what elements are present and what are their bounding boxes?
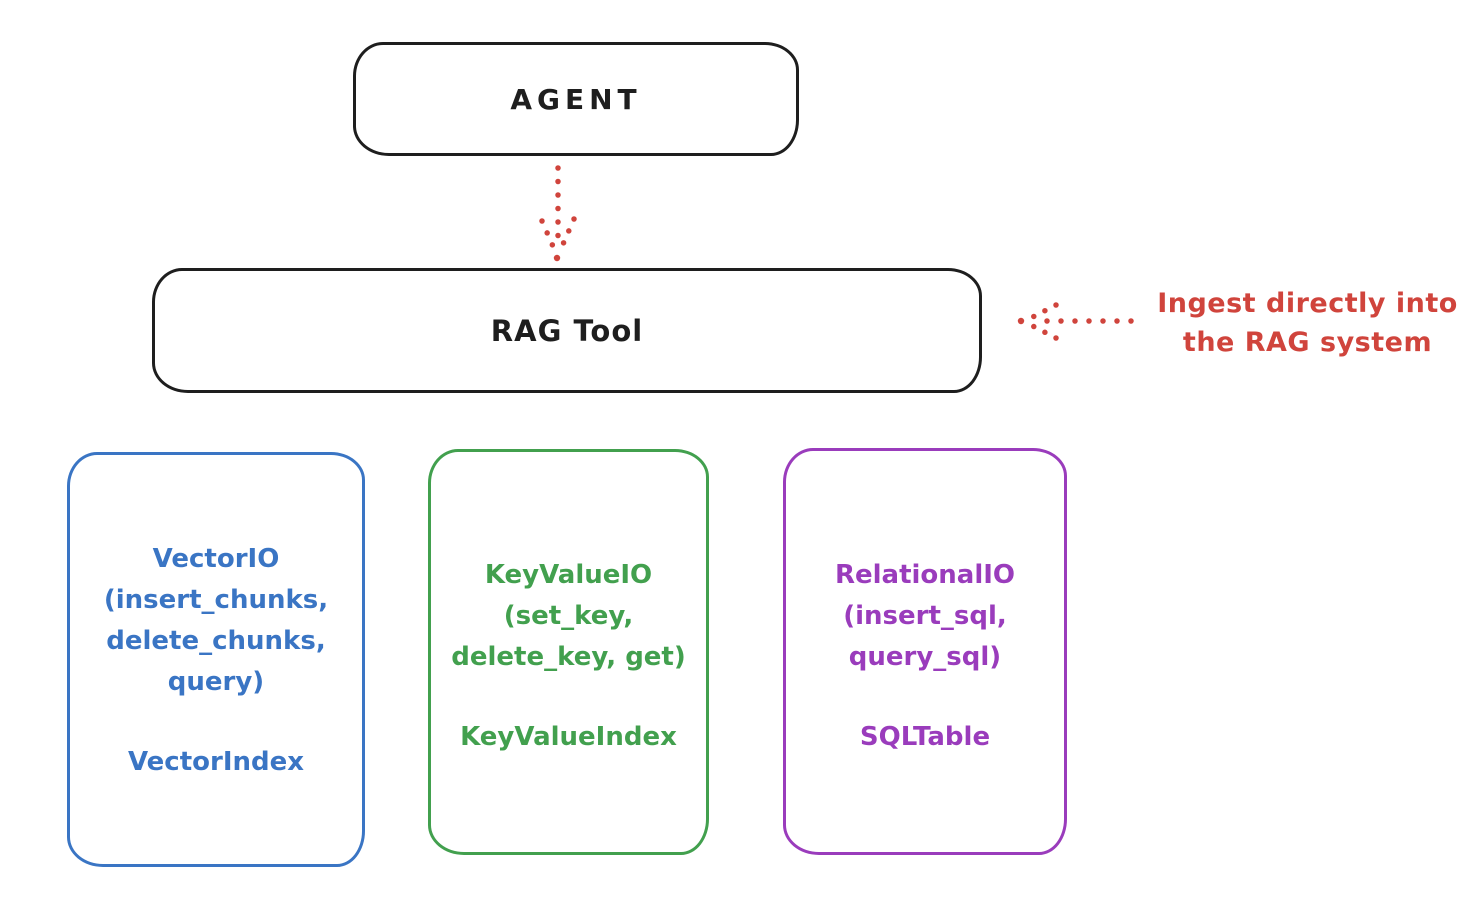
vector-io-line: delete_chunks, (106, 626, 326, 656)
annotation-line-1: Ingest directly into (1157, 288, 1458, 319)
sql-table-label: SQLTable (859, 722, 991, 752)
keyvalue-io-line: KeyValueIO (484, 560, 653, 590)
vector-io-line: (insert_chunks, (103, 585, 329, 615)
keyvalue-io-line: delete_key, get) (451, 642, 686, 672)
relational-io-line: (insert_sql, (843, 601, 1007, 631)
node-relational-io: RelationalIO (insert_sql, query_sql) SQL… (783, 448, 1067, 855)
agent-label: AGENT (510, 82, 642, 116)
node-rag-tool: RAG Tool (152, 268, 982, 393)
relational-io-content: RelationalIO (insert_sql, query_sql) SQL… (786, 451, 1064, 758)
vector-io-line: query) (167, 667, 265, 697)
vector-io-content: VectorIO (insert_chunks, delete_chunks, … (70, 455, 362, 783)
relational-io-line: query_sql) (848, 642, 1002, 672)
relational-io-line: RelationalIO (834, 560, 1016, 590)
vector-index-label: VectorIndex (127, 747, 305, 777)
node-vector-io: VectorIO (insert_chunks, delete_chunks, … (67, 452, 365, 867)
annotation-line-2: the RAG system (1182, 327, 1433, 358)
keyvalue-io-content: KeyValueIO (set_key, delete_key, get) Ke… (431, 452, 706, 758)
vector-io-line: VectorIO (152, 544, 280, 574)
rag-tool-label: RAG Tool (490, 313, 644, 348)
keyvalue-index-label: KeyValueIndex (460, 722, 677, 752)
node-agent: AGENT (353, 42, 799, 156)
left-arrow-icon (1017, 302, 1134, 341)
node-keyvalue-io: KeyValueIO (set_key, delete_key, get) Ke… (428, 449, 709, 855)
annotation-ingest: Ingest directly into the RAG system (1135, 284, 1480, 362)
down-arrow-icon (539, 165, 577, 262)
keyvalue-io-line: (set_key, (503, 601, 634, 631)
